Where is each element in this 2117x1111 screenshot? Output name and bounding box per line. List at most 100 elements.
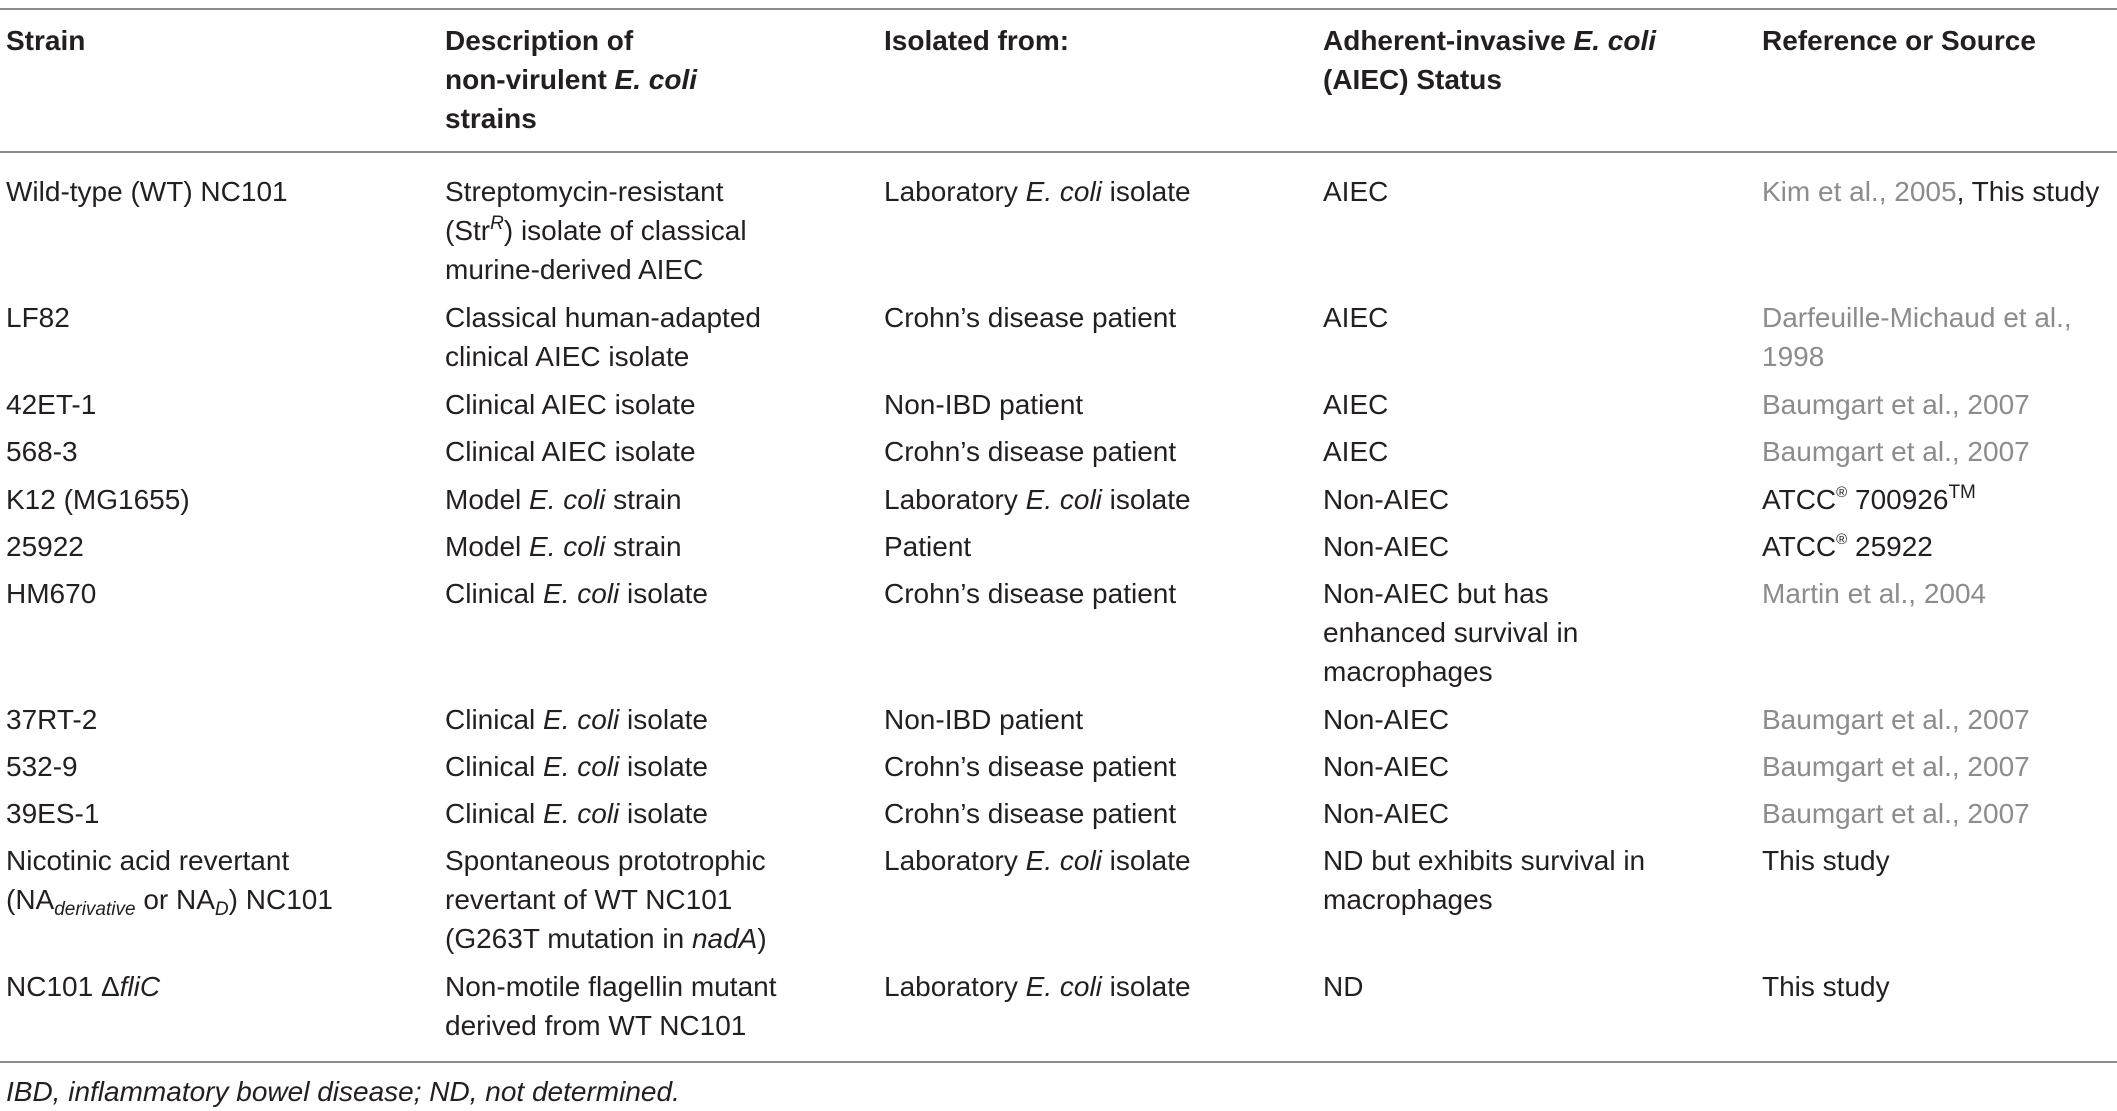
cell-aiec-status: ND but exhibits survival in macrophages bbox=[1323, 841, 1645, 919]
cell-reference[interactable]: Baumgart et al., 2007 bbox=[1762, 436, 2030, 467]
text-part: clinical AIEC isolate bbox=[445, 341, 690, 372]
text-part: isolate bbox=[1101, 971, 1191, 1002]
text-italic: E. coli bbox=[1025, 971, 1102, 1002]
reference-link[interactable]: 1998 bbox=[1762, 341, 1825, 372]
cell-aiec-status: Non-AIEC bbox=[1323, 484, 1450, 515]
cell-aiec-status: AIEC bbox=[1323, 389, 1389, 420]
cell-strain: 39ES-1 bbox=[6, 798, 100, 829]
text-part: (Str bbox=[445, 215, 491, 246]
text-part: ) isolate of classical bbox=[503, 215, 747, 246]
cell-isolated-from: Crohn’s disease patient bbox=[884, 798, 1177, 829]
cell-isolated-from: Crohn’s disease patient bbox=[884, 436, 1177, 467]
text-italic: E. coli bbox=[1025, 484, 1102, 515]
text-part: Laboratory bbox=[884, 176, 1026, 207]
cell-strain: LF82 bbox=[6, 302, 70, 333]
cell-reference[interactable]: Baumgart et al., 2007 bbox=[1762, 704, 2030, 735]
cell-reference: This study bbox=[1762, 845, 1890, 876]
cell-reference: This study bbox=[1762, 971, 1890, 1002]
text-italic: E. coli bbox=[1025, 845, 1102, 876]
cell-aiec-status: Non-AIEC but has enhanced survival in ma… bbox=[1323, 574, 1578, 691]
text-part: Non-AIEC but has bbox=[1323, 578, 1549, 609]
cell-isolated-from: Non-IBD patient bbox=[884, 389, 1084, 420]
text-part: ND but exhibits survival in bbox=[1323, 845, 1646, 876]
cell-description: Classical human-adapted clinical AIEC is… bbox=[445, 298, 761, 376]
text-part: murine-derived AIEC bbox=[445, 254, 704, 285]
text-part: , This study bbox=[1956, 176, 2100, 207]
cell-description: Clinical E. coli isolate bbox=[445, 794, 708, 833]
text-part: isolate bbox=[619, 798, 708, 829]
subscript-d: D bbox=[214, 899, 229, 920]
text-italic: E. coli bbox=[543, 578, 620, 609]
text-part: Model bbox=[445, 484, 530, 515]
text-italic: nadA bbox=[691, 923, 758, 954]
reference-link[interactable]: Darfeuille-Michaud et al., bbox=[1762, 302, 2072, 333]
text-part: isolate bbox=[619, 578, 708, 609]
cell-strain: Nicotinic acid revertant (NAderivative o… bbox=[6, 841, 333, 919]
cell-aiec-status: AIEC bbox=[1323, 302, 1389, 333]
reference-link[interactable]: Kim et al., 2005 bbox=[1762, 176, 1957, 207]
cell-isolated-from: Laboratory E. coli isolate bbox=[884, 172, 1191, 211]
cell-aiec-status: Non-AIEC bbox=[1323, 751, 1450, 782]
text-part: or NA bbox=[135, 884, 215, 915]
text-part: isolate bbox=[619, 751, 708, 782]
table-header-rule bbox=[0, 151, 2117, 153]
cell-reference: ATCC® 25922 bbox=[1762, 527, 1933, 566]
cell-strain: HM670 bbox=[6, 578, 97, 609]
text-part: Clinical bbox=[445, 704, 544, 735]
header-description-line2a: non-virulent bbox=[445, 64, 615, 95]
cell-strain: NC101 ΔfliC bbox=[6, 967, 160, 1006]
table-top-rule bbox=[0, 8, 2117, 10]
text-part: (NA bbox=[6, 884, 55, 915]
text-part: NC101 Δ bbox=[6, 971, 120, 1002]
text-italic: E. coli bbox=[529, 484, 606, 515]
cell-reference: Kim et al., 2005, This study bbox=[1762, 172, 2099, 211]
text-part: strain bbox=[605, 531, 682, 562]
subscript-derivative: derivative bbox=[54, 899, 136, 920]
cell-aiec-status: Non-AIEC bbox=[1323, 704, 1450, 735]
cell-aiec-status: Non-AIEC bbox=[1323, 531, 1450, 562]
cell-reference[interactable]: Martin et al., 2004 bbox=[1762, 578, 1987, 609]
text-italic: E. coli bbox=[1025, 176, 1102, 207]
text-italic: fliC bbox=[119, 971, 161, 1002]
text-part: Clinical bbox=[445, 578, 544, 609]
text-part: derived from WT NC101 bbox=[445, 1010, 747, 1041]
cell-isolated-from: Crohn’s disease patient bbox=[884, 751, 1177, 782]
cell-aiec-status: AIEC bbox=[1323, 176, 1389, 207]
cell-aiec-status: Non-AIEC bbox=[1323, 798, 1450, 829]
text-part: isolate bbox=[1101, 845, 1191, 876]
cell-description: Clinical AIEC isolate bbox=[445, 436, 696, 467]
text-italic: E. coli bbox=[543, 751, 620, 782]
text-part: Clinical bbox=[445, 751, 544, 782]
text-italic: E. coli bbox=[543, 798, 620, 829]
cell-isolated-from: Non-IBD patient bbox=[884, 704, 1084, 735]
cell-isolated-from: Laboratory E. coli isolate bbox=[884, 480, 1191, 519]
cell-reference[interactable]: Baumgart et al., 2007 bbox=[1762, 798, 2030, 829]
text-part: ATCC bbox=[1762, 531, 1837, 562]
header-aiec-ecoli: E. coli bbox=[1573, 25, 1656, 56]
header-strain: Strain bbox=[6, 25, 86, 56]
text-italic: E. coli bbox=[543, 704, 620, 735]
text-part: Classical human-adapted bbox=[445, 302, 761, 333]
text-part: ) NC101 bbox=[228, 884, 333, 915]
cell-reference[interactable]: Baumgart et al., 2007 bbox=[1762, 751, 2030, 782]
cell-strain: 42ET-1 bbox=[6, 389, 97, 420]
text-part: Nicotinic acid revertant bbox=[6, 845, 290, 876]
cell-reference[interactable]: Darfeuille-Michaud et al., 1998 bbox=[1762, 298, 2072, 376]
header-aiec-status: Adherent-invasive E. coli (AIEC) Status bbox=[1323, 21, 1656, 99]
cell-description: Clinical E. coli isolate bbox=[445, 574, 708, 613]
text-part: strain bbox=[605, 484, 682, 515]
header-description-line3: strains bbox=[445, 103, 537, 134]
superscript-r: R bbox=[490, 213, 504, 234]
text-part: Clinical bbox=[445, 798, 544, 829]
text-part: (G263T mutation in bbox=[445, 923, 692, 954]
header-aiec-line2: (AIEC) Status bbox=[1323, 64, 1502, 95]
text-part: Spontaneous prototrophic bbox=[445, 845, 766, 876]
cell-reference[interactable]: Baumgart et al., 2007 bbox=[1762, 389, 2030, 420]
cell-description: Streptomycin-resistant (StrR) isolate of… bbox=[445, 172, 747, 289]
text-part: Laboratory bbox=[884, 484, 1026, 515]
text-italic: E. coli bbox=[529, 531, 606, 562]
text-part: 700926 bbox=[1847, 484, 1949, 515]
cell-description: Model E. coli strain bbox=[445, 480, 682, 519]
registered-mark: ® bbox=[1836, 484, 1848, 501]
text-part: isolate bbox=[619, 704, 708, 735]
